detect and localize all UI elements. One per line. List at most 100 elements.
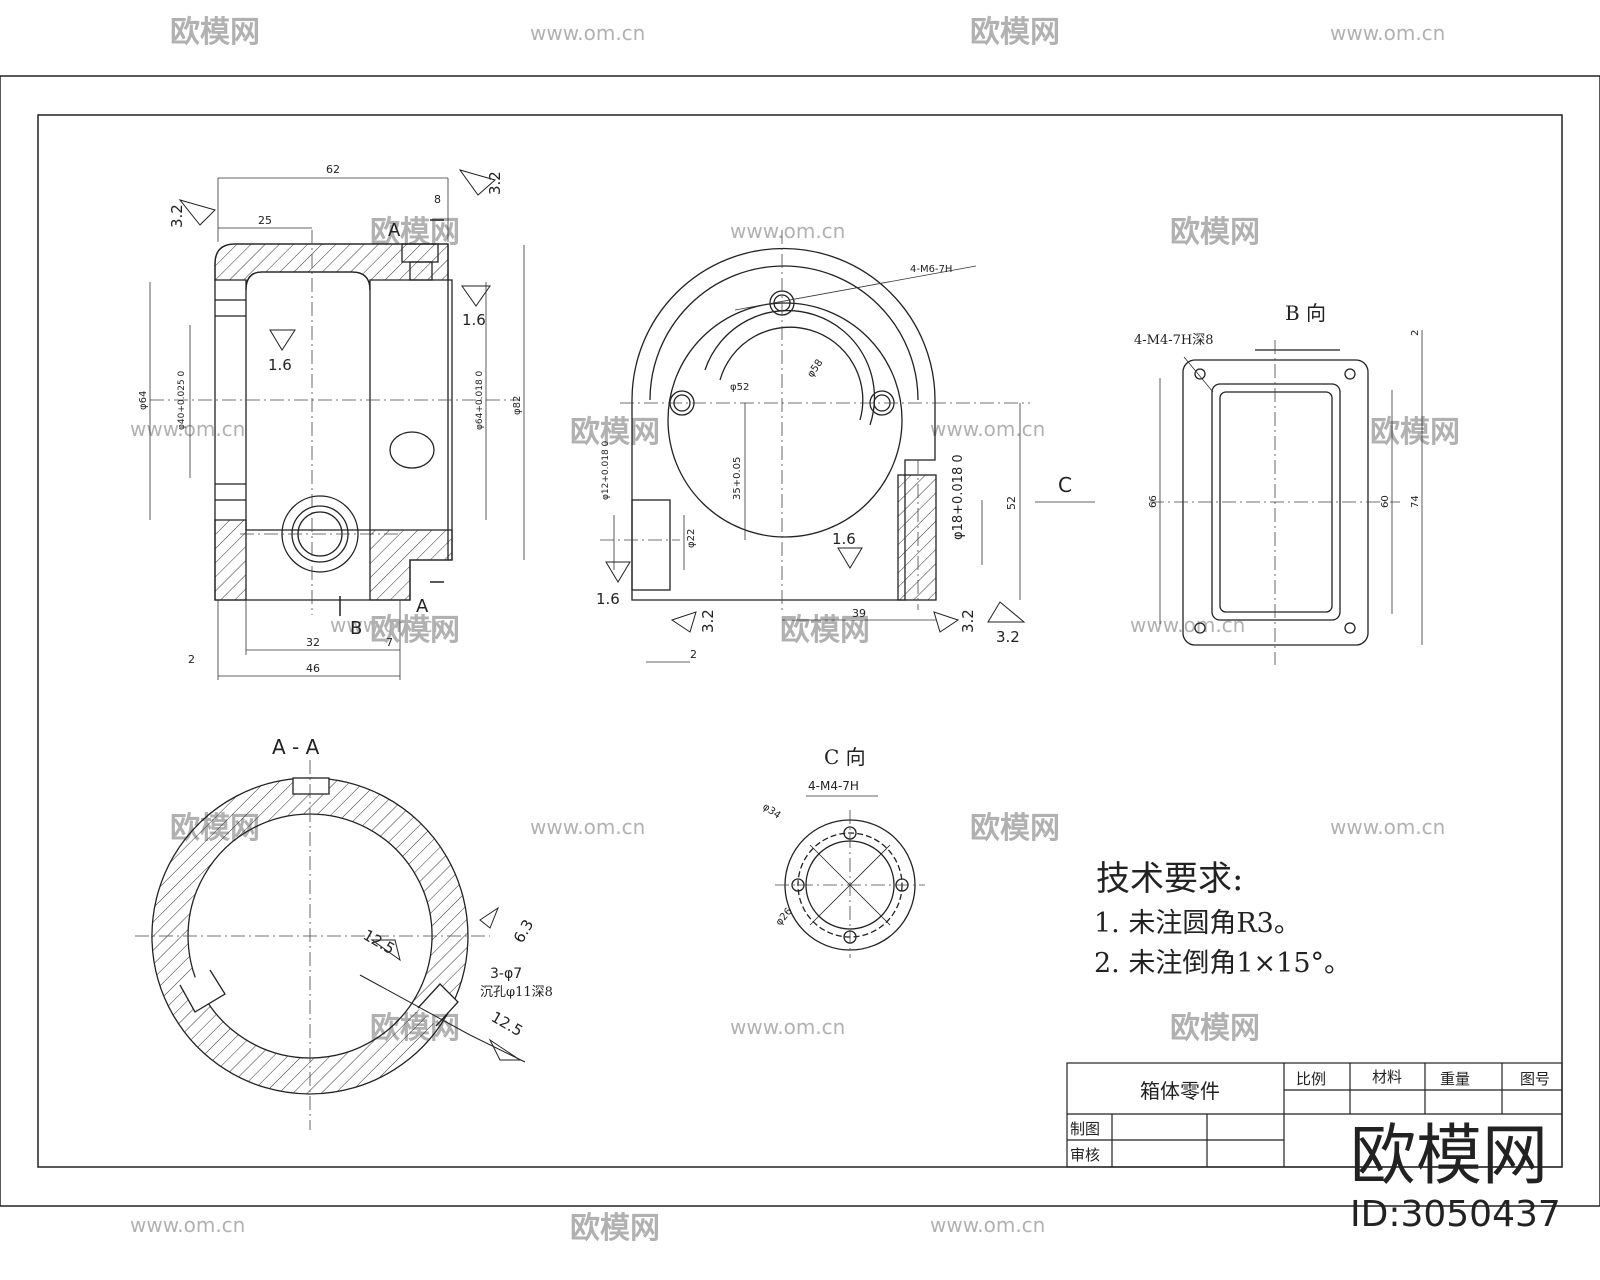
side-view-dims: 4-M6-7H φ58 φ52 35+0.05 φ12+0.018 0 φ22 … xyxy=(601,264,1018,661)
main-view-dims: 62 25 8 φ64 φ40+0.025 0 φ64+0.018 0 φ82 … xyxy=(138,163,523,675)
wm-url: www.om.cn xyxy=(930,417,1045,441)
b-view xyxy=(1182,349,1369,646)
dim-top-left: 25 xyxy=(258,214,272,227)
b-view-title: B 向 xyxy=(1285,301,1326,325)
wm-brand: 欧模网 xyxy=(1170,215,1260,250)
wm-brand: 欧模网 xyxy=(970,15,1060,50)
wm-url: www.om.cn xyxy=(130,1213,245,1237)
dim-d58: φ58 xyxy=(805,358,825,380)
dim-wall: 2 xyxy=(188,653,195,666)
tech-req-heading: 技术要求: xyxy=(1096,859,1243,899)
hdr-material: 材料 xyxy=(1372,1068,1402,1086)
c-view-labels: C 向 4-M4-7H φ34 φ26 xyxy=(760,745,878,928)
dim-bottom-overall: 46 xyxy=(306,662,320,675)
hdr-drawing-no: 图号 xyxy=(1520,1070,1550,1088)
aa-view-title: A - A xyxy=(272,735,320,759)
dim-d22: φ22 xyxy=(686,529,697,548)
rough-side-3: 3.2 xyxy=(699,609,717,633)
main-view-section-marks: A A B xyxy=(339,219,444,639)
dim-bore-right: φ64+0.018 0 xyxy=(475,370,485,430)
side-view-dim-lines xyxy=(613,265,1095,663)
aa-view-roughness xyxy=(359,906,526,1063)
main-view-roughness-labels: 3.2 3.2 1.6 1.6 xyxy=(168,171,504,374)
aa-view xyxy=(151,777,469,1095)
wm-brand: 欧模网 xyxy=(370,215,460,250)
dim-bore-left: φ64 xyxy=(138,391,149,410)
dim-w39: 39 xyxy=(852,607,866,620)
watermarks: 欧模网 www.om.cn 欧模网 www.om.cn 欧模网 www.om.c… xyxy=(130,15,1460,1246)
wm-url: www.om.cn xyxy=(730,219,845,243)
part-name: 箱体零件 xyxy=(1140,1079,1220,1103)
badge-id: ID:3050437 xyxy=(1350,1194,1561,1235)
wm-url: www.om.cn xyxy=(530,815,645,839)
side-view xyxy=(631,247,937,601)
b-dim-2: 2 xyxy=(1410,330,1421,336)
dim-bottom-inner: 32 xyxy=(306,636,320,649)
aa-rough-1: 6.3 xyxy=(510,916,538,946)
dim-bottom-right: 7 xyxy=(386,636,393,649)
wm-brand: 欧模网 xyxy=(970,811,1060,846)
aa-view-centerlines xyxy=(135,760,490,1130)
dim-d52: φ52 xyxy=(730,382,749,393)
badge-title: 欧模网 xyxy=(1350,1117,1548,1194)
dim-wall2: 2 xyxy=(690,648,697,661)
c-thread: 4-M4-7H xyxy=(808,779,859,793)
id-badge: 欧模网 ID:3050437 xyxy=(1350,1117,1561,1235)
b-view-dim-lines xyxy=(1159,330,1423,645)
rough-main-2: 3.2 xyxy=(486,171,504,195)
tech-req-item-2: 2. 未注倒角1×15°。 xyxy=(1094,948,1351,979)
wm-brand: 欧模网 xyxy=(1170,1011,1260,1046)
side-view-roughness-labels: 1.6 1.6 3.2 3.2 3.2 C xyxy=(596,473,1072,646)
wm-brand: 欧模网 xyxy=(570,415,660,450)
dim-bore-tol: φ40+0.025 0 xyxy=(177,370,187,430)
aa-holes: 3-φ7 xyxy=(490,966,522,982)
section-mark-b: B xyxy=(350,618,362,639)
wm-url: www.om.cn xyxy=(930,1213,1045,1237)
wm-url: www.om.cn xyxy=(1330,815,1445,839)
wm-url: www.om.cn xyxy=(330,613,445,637)
hdr-weight: 重量 xyxy=(1440,1070,1470,1088)
row-draw: 制图 xyxy=(1070,1120,1100,1138)
b-view-labels: B 向 4-M4-7H深8 66 60 74 2 xyxy=(1134,301,1421,508)
dim-h52: 52 xyxy=(1005,496,1018,510)
b-dim-60: 60 xyxy=(1380,495,1391,508)
dim-d12: φ12+0.018 0 xyxy=(601,440,611,500)
wm-brand: 欧模网 xyxy=(370,613,460,648)
wm-brand: 欧模网 xyxy=(170,811,260,846)
dim-d18: φ18+0.018 0 xyxy=(951,454,966,540)
rough-main-1: 3.2 xyxy=(168,204,186,228)
dim-top-width: 62 xyxy=(326,163,340,176)
main-view-centerlines xyxy=(150,230,520,615)
aa-rough-3: 12.5 xyxy=(488,1008,526,1040)
wm-brand: 欧模网 xyxy=(170,15,260,50)
rough-side-5: 3.2 xyxy=(996,628,1020,646)
tech-requirements: 技术要求: 1. 未注圆角R3。 2. 未注倒角1×15°。 xyxy=(1094,859,1351,979)
tech-req-item-1: 1. 未注圆角R3。 xyxy=(1094,908,1301,939)
aa-counterbore: 沉孔φ11深8 xyxy=(480,985,553,1000)
inner-border xyxy=(37,114,1563,1168)
side-view-roughness xyxy=(605,547,1026,633)
b-dim-66: 66 xyxy=(1148,495,1159,508)
main-view xyxy=(214,243,453,601)
wm-brand: 欧模网 xyxy=(780,613,870,648)
b-view-centerlines xyxy=(1150,340,1400,665)
dim-h35: 35+0.05 xyxy=(732,457,743,500)
hdr-scale: 比例 xyxy=(1296,1070,1326,1088)
title-block xyxy=(1066,1062,1563,1168)
row-review: 审核 xyxy=(1070,1146,1100,1164)
side-view-centerlines xyxy=(600,230,1030,610)
rough-main-4: 1.6 xyxy=(462,311,486,329)
title-block-text: 箱体零件 比例 材料 重量 图号 制图 审核 xyxy=(1070,1068,1550,1164)
rough-side-1: 1.6 xyxy=(832,530,856,548)
wm-url: www.om.cn xyxy=(1130,613,1245,637)
wm-url: www.om.cn xyxy=(730,1015,845,1039)
c-d26: φ26 xyxy=(774,906,795,928)
main-view-dim-lines xyxy=(149,177,525,680)
rough-side-4: 3.2 xyxy=(959,609,977,633)
main-view-roughness xyxy=(178,169,497,351)
b-dim-74: 74 xyxy=(1410,495,1421,508)
outer-border xyxy=(0,75,1600,1207)
dim-thread-m6: 4-M6-7H xyxy=(910,264,952,275)
rough-side-2: 1.6 xyxy=(596,590,620,608)
